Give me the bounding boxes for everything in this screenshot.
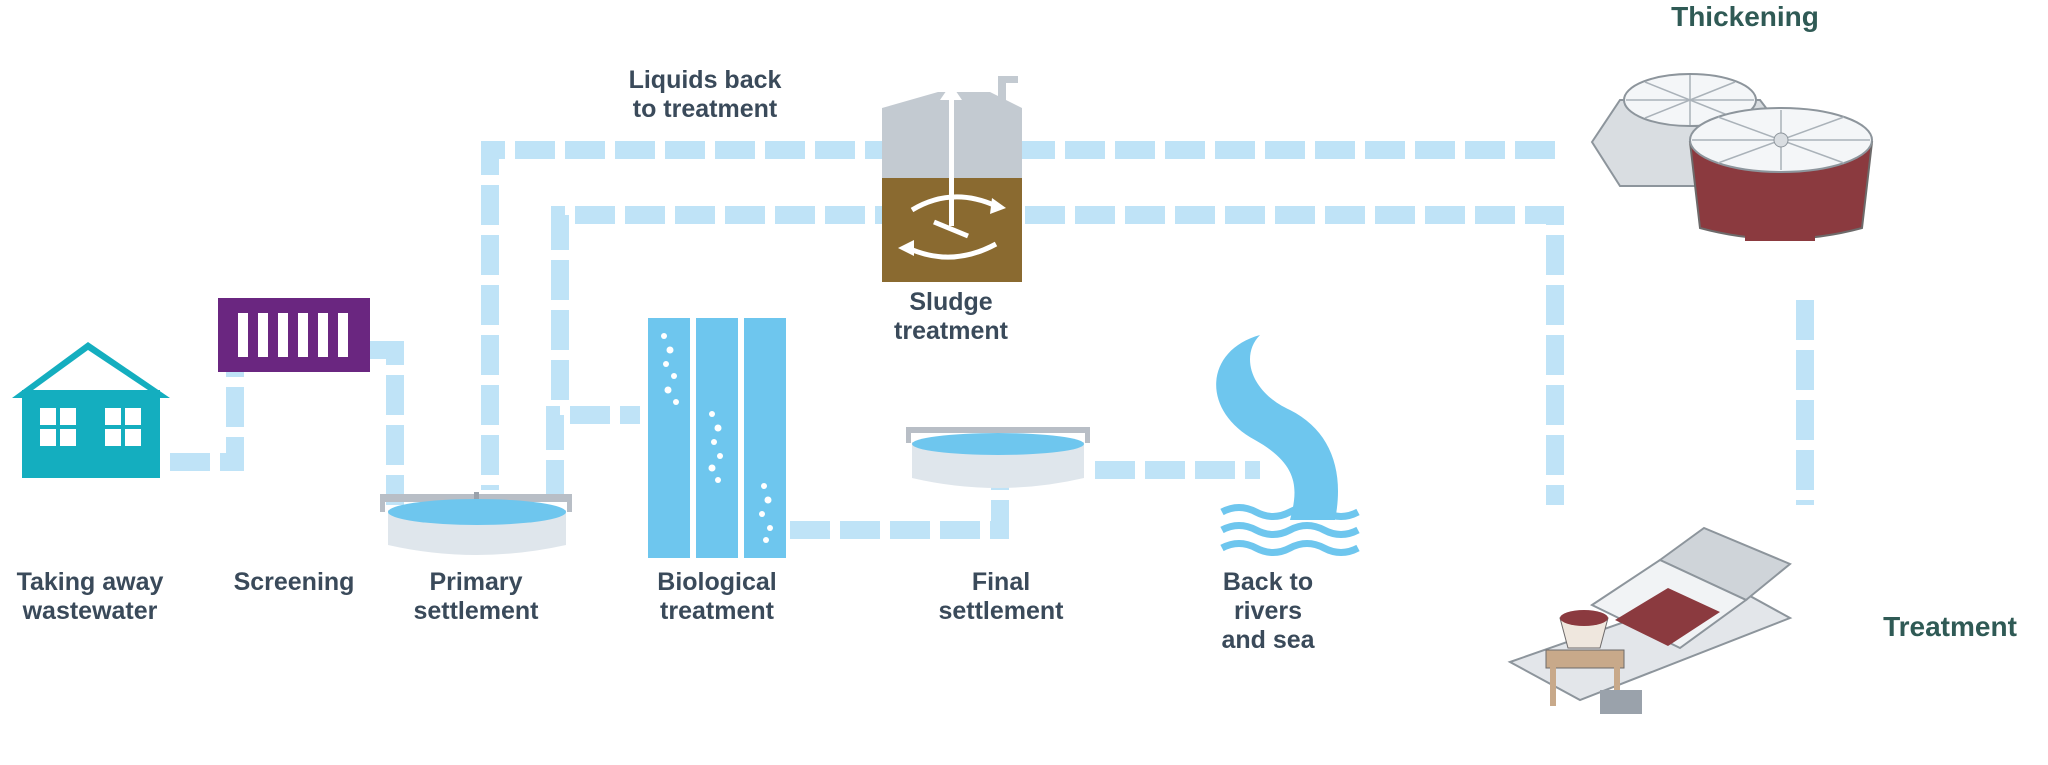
river-icon <box>1216 335 1360 556</box>
primary-tank-icon <box>380 492 572 555</box>
digester-icon <box>882 76 1022 282</box>
screen-icon <box>218 298 370 372</box>
label-primary-settlement: Primary settlement <box>413 568 539 625</box>
flow-liquids-back-lower <box>551 206 1564 505</box>
label-screening: Screening <box>233 568 355 596</box>
flow-lines <box>170 141 1814 539</box>
label-taking-away-wastewater: Taking away wastewater <box>16 568 164 625</box>
flow-house-to-screening <box>170 370 244 471</box>
flow-biological-to-final <box>790 470 1009 539</box>
label-biological-treatment: Biological treatment <box>657 568 777 625</box>
flow-screening-to-primary <box>370 341 404 505</box>
label-thickening: Thickening <box>1671 1 1819 32</box>
biological-tank-icon <box>648 318 786 558</box>
flow-liquids-back-top <box>481 141 1555 490</box>
flow-primary-to-biological <box>546 406 640 500</box>
label-sludge-treatment: Sludge treatment <box>894 288 1008 345</box>
label-final-settlement: Final settlement <box>938 568 1064 625</box>
label-liquids-back-to-treatment: Liquids back to treatment <box>628 66 782 123</box>
label-treatment: Treatment <box>1883 611 2017 642</box>
house-icon <box>12 342 170 478</box>
label-back-to-rivers-and-sea: Back to rivers and sea <box>1221 568 1315 654</box>
press-icon <box>1507 526 1793 714</box>
final-tank-icon <box>906 427 1090 488</box>
thickener-icon <box>1590 73 1874 241</box>
